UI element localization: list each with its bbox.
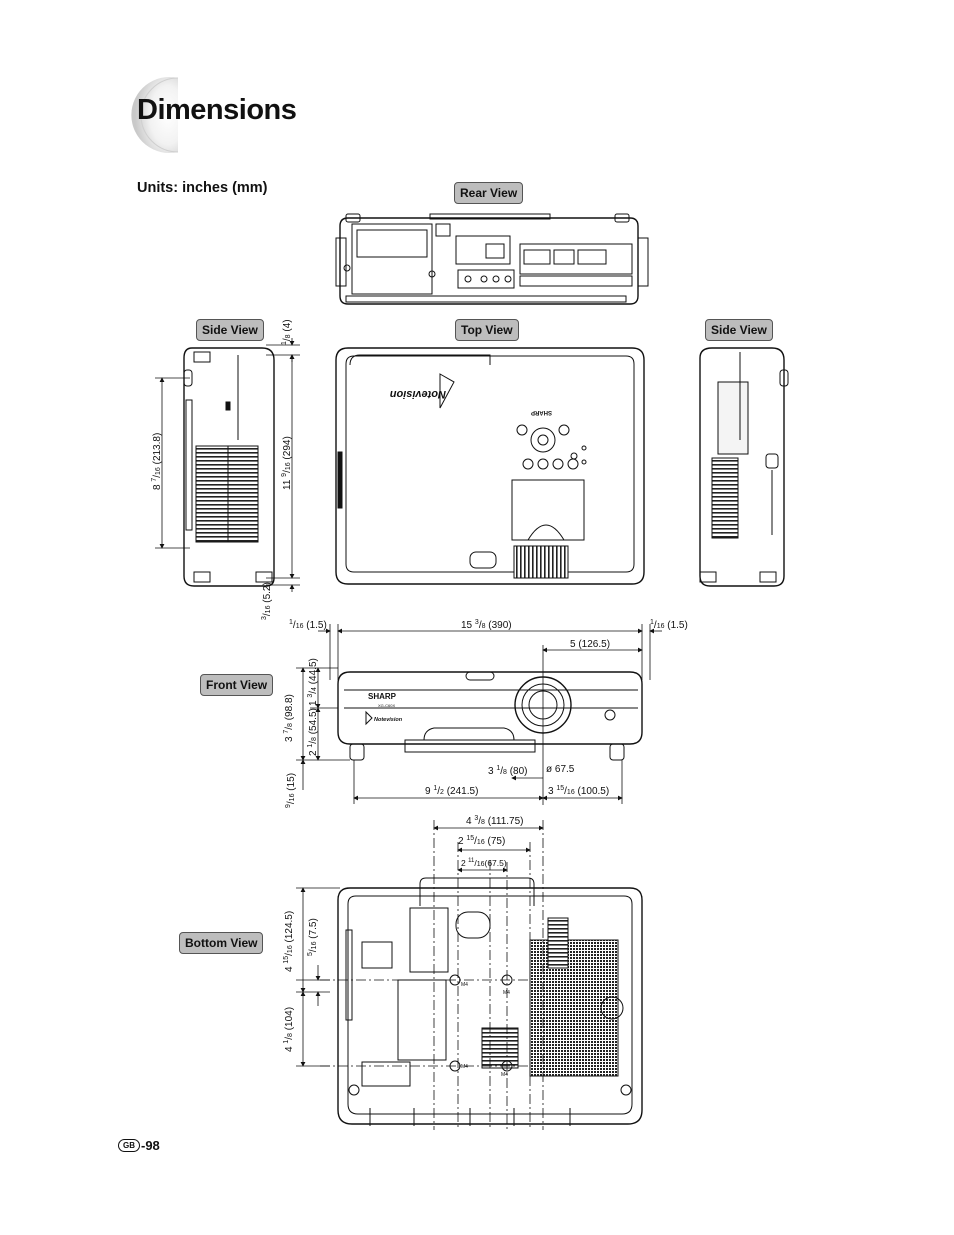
dim-front-width: 15 3/8 (390) (461, 619, 512, 631)
mount-label-3: M4 (461, 1064, 468, 1070)
top-series-text: Notevision (389, 388, 446, 400)
dim-front-right-gap: 1/16 (1.5) (650, 619, 688, 631)
dim-front-upper: 1 3/4 (44.5) (307, 658, 319, 706)
mount-labels: M4 M4 M4 M4 (461, 982, 510, 1078)
dim-lens-diameter: ø 67.5 (546, 764, 575, 775)
front-view-drawing (337, 671, 643, 761)
units-label: Units: inches (mm) (137, 180, 268, 196)
left-side-view-drawing (183, 347, 275, 587)
page-number: GB-98 (118, 1138, 160, 1153)
page-number-text: -98 (141, 1138, 160, 1153)
dim-lens-center-height: 3 1/8 (80) (488, 765, 528, 777)
mount-label-4: M4 (501, 1072, 508, 1078)
dim-lens-right: 3 15/16 (100.5) (548, 785, 610, 797)
dim-side-b: 11 9/16 (294) (281, 436, 293, 490)
title-bubble (131, 76, 178, 153)
dim-front-feet: 9/16 (15) (285, 772, 297, 808)
front-brand-text: SHARP (368, 692, 397, 701)
dim-bottom-e: 5/16 (7.5) (307, 918, 319, 956)
dim-bottom-a: 4 3/8 (111.75) (466, 815, 524, 827)
center-lines (320, 820, 544, 1130)
top-brand-text: SHARP (531, 409, 552, 415)
dim-bottom-f: 4 1/8 (104) (283, 1006, 295, 1052)
dim-side-a: 1/8 (4) (281, 319, 293, 345)
front-view-label: Front View (200, 674, 274, 696)
dim-bottom-d: 4 15/16 (124.5) (283, 910, 295, 972)
page-title: Dimensions (137, 94, 297, 126)
mount-label-1: M4 (461, 982, 468, 988)
region-badge: GB (118, 1139, 140, 1152)
top-view-label: Top View (455, 319, 519, 341)
rear-view-drawing (335, 213, 649, 305)
front-series-text: Notevision (374, 717, 403, 723)
front-model-text: XG-C60X (378, 703, 395, 708)
mount-label-2: M4 (503, 990, 510, 996)
right-side-view-drawing (699, 347, 789, 587)
dimension-lines (155, 338, 662, 1067)
dim-front-height: 3 7/8 (98.8) (283, 694, 295, 742)
dim-side-d: 3/16 (5.2) (261, 582, 273, 620)
right-side-view-label: Side View (705, 319, 773, 341)
dim-bottom-b: 2 15/16 (75) (458, 835, 506, 847)
bottom-view-drawing (337, 877, 643, 1126)
dim-front-left-gap: 1/16 (1.5) (289, 619, 327, 631)
dim-bottom-c: 2 11/16(67.5) (461, 858, 507, 868)
device-markings: SHARP Notevision XG-C60X Notevision SHAR… (368, 388, 552, 723)
top-view-drawing (335, 347, 645, 585)
left-side-view-label: Side View (196, 319, 264, 341)
dim-feet-span: 9 1/2 (241.5) (425, 785, 479, 797)
rear-view-label: Rear View (454, 182, 524, 204)
dim-front-lower: 2 1/8 (54.5) (307, 708, 319, 756)
dim-side-c: 8 7/16 (213.8) (151, 432, 163, 490)
bottom-view-label: Bottom View (179, 932, 264, 954)
dim-lens-offset: 5 (126.5) (570, 639, 611, 650)
